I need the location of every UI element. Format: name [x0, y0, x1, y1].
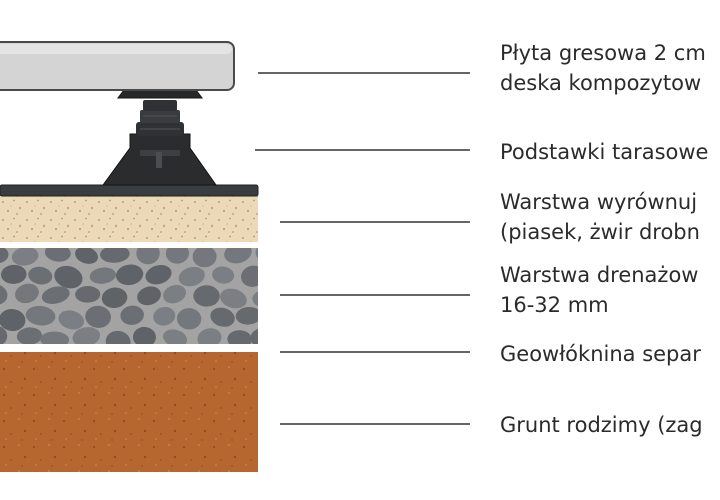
leader-lines	[255, 72, 470, 425]
pedestal-base-plate	[0, 184, 259, 197]
gravel-stone	[0, 248, 9, 264]
gravel-stone	[85, 305, 111, 328]
gravel-stone	[89, 267, 116, 284]
label-gravel: Warstwa drenażow 16-32 mm	[500, 263, 699, 317]
gravel-stone	[250, 327, 258, 344]
gravel-stone	[75, 248, 98, 264]
gravel-stone	[101, 287, 128, 309]
geotextile-layer	[0, 344, 258, 352]
gravel-stone	[0, 325, 8, 344]
composite-deck-tile	[0, 41, 235, 91]
gravel-stone	[165, 248, 190, 264]
gravel-stone	[193, 285, 220, 307]
gravel-stone	[137, 286, 161, 306]
gravel-stone	[197, 328, 222, 344]
gravel-stone	[235, 306, 258, 325]
gravel-stone	[252, 289, 258, 308]
native-soil-layer	[0, 352, 258, 472]
gravel-stone	[105, 330, 131, 344]
gravel-stone	[153, 306, 176, 326]
gravel-layer	[0, 248, 258, 344]
gravel-stone	[40, 331, 70, 344]
gravel-stone	[100, 248, 130, 263]
gravel-stone	[178, 266, 205, 287]
gravel-stone	[132, 326, 156, 344]
adjustable-pedestal	[102, 89, 217, 186]
gravel-stone	[72, 327, 101, 344]
gravel-stone	[192, 248, 217, 268]
gravel-stone	[58, 310, 85, 330]
gravel-stone	[227, 330, 252, 344]
gravel-stone	[220, 288, 247, 309]
gravel-stone	[28, 266, 53, 285]
gravel-stone	[224, 248, 252, 264]
gravel-stone	[210, 307, 235, 327]
gravel-stone	[163, 284, 187, 304]
gravel-stone	[136, 248, 160, 265]
gravel-stone	[54, 265, 83, 289]
gravel-stone	[44, 248, 71, 262]
gravel-stone	[115, 264, 144, 286]
gravel-stone	[120, 305, 144, 325]
gravel-stone	[75, 286, 101, 303]
layer-gap	[0, 242, 258, 248]
gravel-stone	[163, 329, 188, 344]
label-pedestal: Podstawki tarasowe	[500, 140, 709, 164]
gravel-stone	[0, 264, 27, 284]
label-sand: Warstwa wyrównuj (piasek, żwir drobn	[500, 190, 700, 244]
gravel-stone	[16, 327, 43, 344]
gravel-stone	[145, 265, 172, 285]
gravel-stone	[241, 265, 258, 287]
gravel-stone	[255, 248, 258, 263]
label-soil: Grunt rodzimy (zag	[500, 413, 703, 437]
gravel-stone	[176, 308, 202, 330]
label-geotextile: Geowłóknina separ	[500, 342, 701, 366]
gravel-stone	[11, 248, 39, 266]
gravel-stone	[0, 309, 26, 332]
gravel-stone	[41, 286, 70, 304]
gravel-stone	[15, 283, 39, 304]
gravel-stone	[0, 283, 8, 305]
gravel-stone	[25, 305, 56, 326]
gravel-stone	[212, 266, 235, 284]
label-tile: Płyta gresowa 2 cm deska kompozytow	[500, 41, 706, 95]
sand-layer	[0, 196, 258, 242]
